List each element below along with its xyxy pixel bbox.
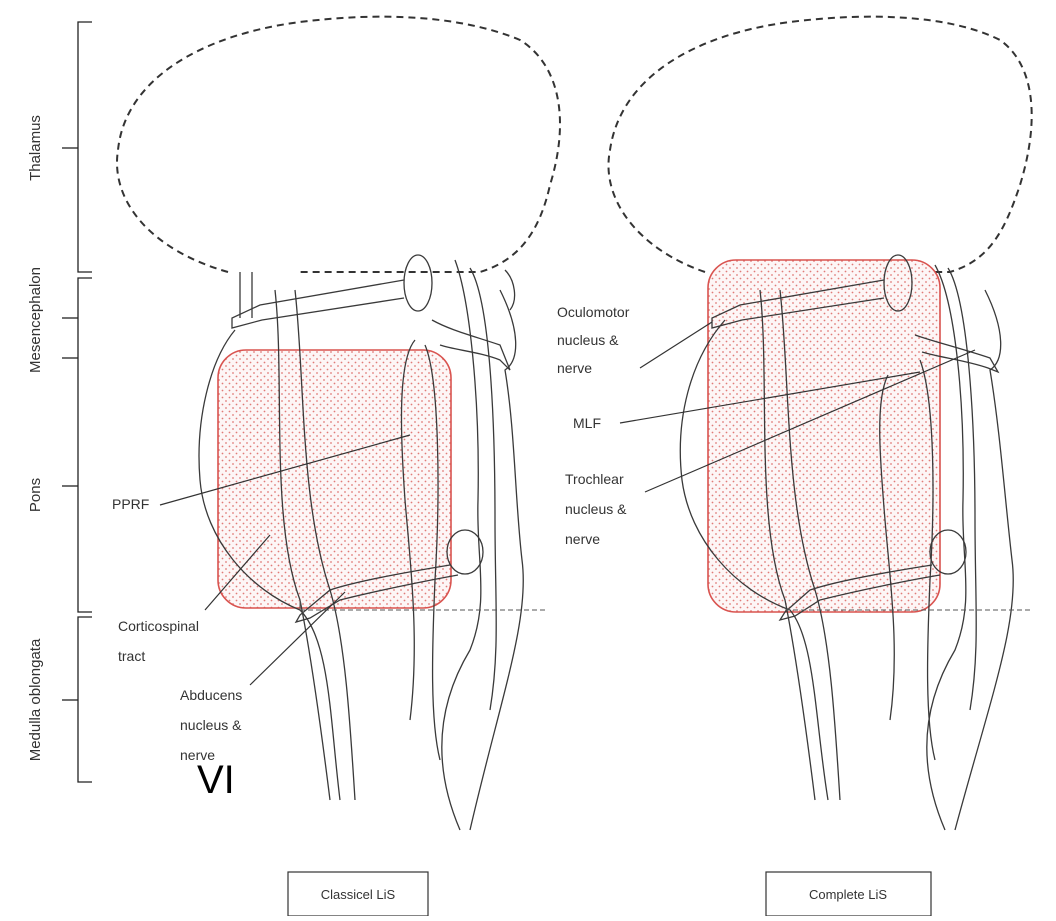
label-abducens-1: Abducens (180, 687, 242, 703)
label-trochlear-1: Trochlear (565, 471, 624, 487)
left-brainstem: PPRF Corticospinal tract Abducens nucleu… (112, 17, 560, 916)
region-label-medulla: Medulla oblongata (27, 638, 44, 761)
label-abducens-2: nucleus & (180, 717, 242, 733)
region-label-pons: Pons (27, 478, 44, 512)
oculomotor-nerve (232, 280, 404, 328)
medulla-bracket (78, 617, 92, 782)
label-trochlear-2: nucleus & (565, 501, 627, 517)
abducens-nucleus (447, 530, 483, 574)
caption-classical: Classicel LiS (321, 887, 396, 902)
label-corticospinal-2: tract (118, 648, 145, 664)
thalamus-outline (117, 17, 560, 272)
region-label-thalamus: Thalamus (27, 115, 44, 181)
label-mlf: MLF (573, 415, 601, 431)
oculomotor-leader (640, 322, 712, 368)
region-axis: Thalamus Mesencephalon Pons Medulla oblo… (27, 22, 92, 782)
oculomotor-nucleus (404, 255, 432, 311)
posterior-outline-2 (470, 268, 496, 710)
label-trochlear-3: nerve (565, 531, 600, 547)
caption-complete: Complete LiS (809, 887, 887, 902)
label-oculomotor-3: nerve (557, 360, 592, 376)
label-oculomotor-1: Oculomotor (557, 304, 630, 320)
label-corticospinal-1: Corticospinal (118, 618, 199, 634)
posterior-outline-2-right (948, 268, 976, 710)
mesencephalon-pons-bracket (78, 278, 92, 612)
thalamus-bracket (78, 22, 92, 272)
label-vi: VI (197, 758, 235, 802)
lesion-area-complete (708, 260, 940, 612)
posterior-outline-3 (470, 290, 523, 830)
posterior-outline-3-right (955, 290, 1013, 830)
label-pprf: PPRF (112, 496, 149, 512)
label-oculomotor-2: nucleus & (557, 332, 619, 348)
region-label-mesencephalon: Mesencephalon (27, 267, 44, 373)
right-brainstem: Oculomotor nucleus & nerve MLF Trochlear… (557, 17, 1032, 916)
thalamus-outline-right (608, 17, 1031, 272)
